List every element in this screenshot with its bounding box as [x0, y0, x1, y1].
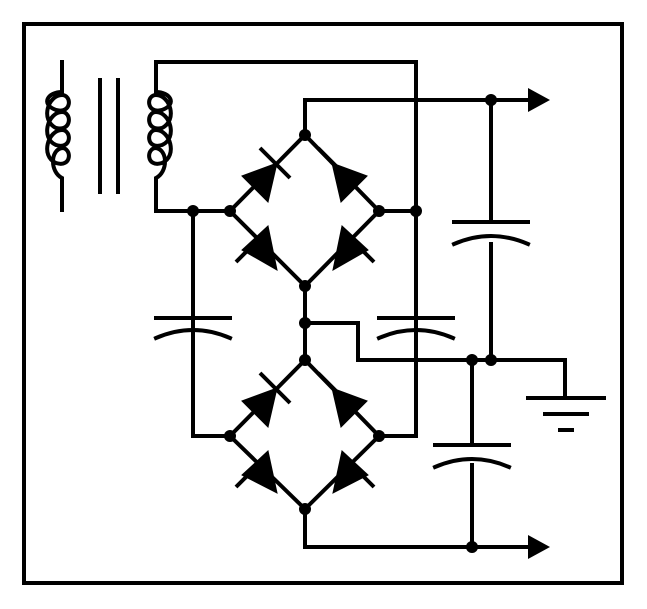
diode-bridge-lower: [227, 357, 382, 512]
diode-icon: [316, 371, 368, 428]
diode-icon: [332, 450, 376, 494]
output-arrow-negative: [528, 535, 550, 559]
transformer-icon: [45, 60, 173, 213]
diode-icon: [241, 371, 292, 428]
diode-icon: [234, 225, 278, 271]
diode-icon: [332, 225, 376, 271]
ground-icon: [526, 396, 606, 432]
diode-bridge-upper: [227, 132, 382, 289]
wires: [154, 60, 567, 549]
diode-icon: [316, 146, 368, 203]
diode-icon: [241, 146, 292, 203]
capacitor-top-right: [451, 220, 531, 247]
diagram-frame: [22, 22, 624, 585]
output-arrow-positive: [528, 88, 550, 112]
diode-icon: [234, 450, 278, 494]
capacitor-left: [153, 316, 233, 341]
junction-dots: [187, 94, 497, 553]
capacitor-mid-right: [376, 316, 456, 341]
capacitor-bottom-right: [432, 443, 512, 470]
